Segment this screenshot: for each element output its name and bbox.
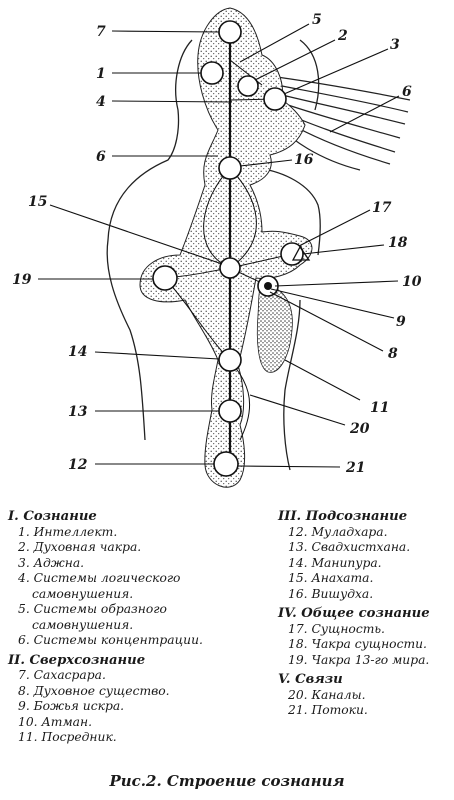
legend-item: 13. Свадхистхана. bbox=[288, 540, 411, 554]
label-4: 4 bbox=[96, 94, 106, 110]
label-17: 17 bbox=[372, 200, 392, 216]
legend-item: 8. Духовное существо. bbox=[18, 683, 170, 698]
legend-item: 3. Аджна. bbox=[18, 555, 85, 570]
label-18: 18 bbox=[388, 235, 408, 251]
legend-item: 17. Сущность. bbox=[288, 621, 385, 636]
legend-item: 2. Духовная чакра. bbox=[18, 540, 142, 554]
label-13: 13 bbox=[68, 404, 88, 420]
consciousness-structure-diagram: 7 1 4 6 5 2 3 6 16 15 17 18 19 10 9 8 14… bbox=[12, 7, 422, 488]
figure-caption: Рис.2. Строение сознания bbox=[109, 772, 345, 790]
legend-item: 12. Муладхара. bbox=[288, 524, 388, 539]
legend-item: 11. Посредник. bbox=[18, 730, 117, 744]
legend-item: 6. Системы концентрации. bbox=[18, 633, 203, 647]
divine-spark bbox=[264, 282, 272, 290]
legend-item: 15. Анахата. bbox=[288, 571, 374, 585]
chakra-15 bbox=[219, 257, 241, 279]
label-8: 8 bbox=[388, 346, 398, 362]
stippled-body bbox=[139, 7, 313, 488]
chakra-2 bbox=[237, 75, 259, 97]
label-1: 1 bbox=[96, 66, 106, 82]
intermediary-region bbox=[256, 284, 293, 373]
label-9: 9 bbox=[396, 314, 406, 330]
legend-left-column: I. Сознание 1. Интеллект. 2. Духовная ча… bbox=[8, 505, 233, 746]
label-16: 16 bbox=[294, 152, 314, 168]
body-silhouette bbox=[106, 39, 321, 471]
label-14: 14 bbox=[68, 344, 87, 360]
legend-section-links: V. Связи bbox=[278, 672, 343, 687]
legend-item: 4. Системы логического самовнушения. bbox=[18, 571, 181, 601]
label-3: 3 bbox=[390, 37, 400, 53]
chakra-19 bbox=[152, 265, 178, 291]
legend-section-subconscious: III. Подсознание bbox=[278, 509, 408, 524]
legend-item: 14. Манипура. bbox=[288, 555, 382, 570]
label-6-right: 6 bbox=[402, 84, 412, 100]
legend-item: 21. Потоки. bbox=[288, 703, 368, 717]
chakra-circles bbox=[152, 20, 304, 477]
label-5: 5 bbox=[312, 12, 322, 28]
chakra-3 bbox=[263, 87, 287, 111]
chakra-7 bbox=[218, 20, 242, 44]
label-12: 12 bbox=[68, 457, 88, 473]
legend-item: 1. Интеллект. bbox=[18, 524, 118, 539]
label-7: 7 bbox=[96, 24, 106, 40]
chakra-16 bbox=[218, 156, 242, 180]
legend-item: 18. Чакра сущности. bbox=[288, 637, 427, 651]
legend-item: 7. Сахасрара. bbox=[18, 668, 106, 682]
legend-item: 19. Чакра 13-го мира. bbox=[288, 652, 430, 667]
legend-section-superconsciousness: II. Сверхсознание bbox=[8, 652, 146, 668]
chakra-12 bbox=[213, 451, 239, 477]
leader-lines bbox=[38, 23, 400, 468]
label-2: 2 bbox=[337, 28, 348, 44]
legend-item: 20. Каналы. bbox=[288, 687, 366, 702]
legend-item: 10. Атман. bbox=[18, 714, 92, 729]
label-6-left: 6 bbox=[96, 149, 106, 165]
chakra-14 bbox=[218, 348, 242, 372]
label-20: 20 bbox=[349, 421, 370, 437]
legend-item: 16. Вишудха. bbox=[288, 586, 374, 601]
legend-item: 9. Божья искра. bbox=[18, 699, 125, 713]
label-21: 21 bbox=[345, 460, 365, 476]
legend-section-consciousness: I. Сознание bbox=[8, 509, 97, 524]
legend-section-common-consciousness: IV. Общее сознание bbox=[278, 606, 430, 621]
legend-item: 5. Системы образного самовнушения. bbox=[18, 602, 167, 632]
chakra-13 bbox=[218, 399, 242, 423]
legend-right-column: III. Подсознание 12. Муладхара. 13. Свад… bbox=[278, 505, 450, 719]
label-15: 15 bbox=[28, 194, 47, 210]
label-11: 11 bbox=[370, 400, 389, 416]
label-19: 19 bbox=[12, 272, 32, 288]
chakra-1 bbox=[200, 61, 224, 85]
label-10: 10 bbox=[402, 274, 422, 290]
